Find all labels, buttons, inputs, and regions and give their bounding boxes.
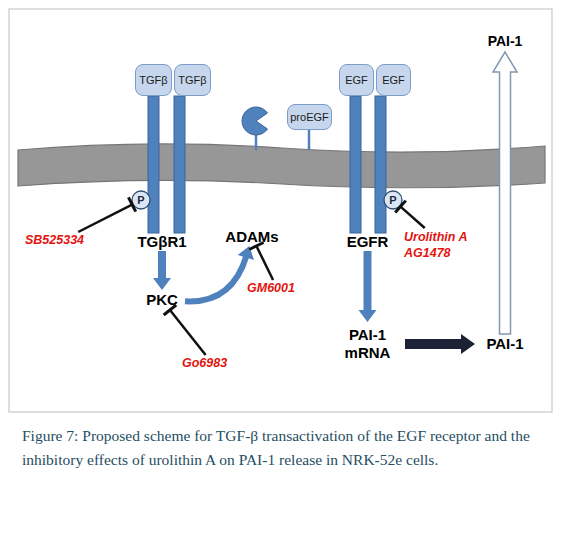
inhibitor-label: Go6983 xyxy=(182,355,242,371)
activation-arrow xyxy=(185,246,254,301)
node-text: ADAMs xyxy=(225,228,278,246)
cell-membrane xyxy=(18,144,545,188)
enzyme-label: ADAMs xyxy=(222,228,282,246)
ligand-box: EGF xyxy=(339,64,374,96)
ligand-box: EGF xyxy=(376,64,411,96)
node-text: P xyxy=(137,194,144,206)
node-text: EGF xyxy=(382,74,405,86)
inhibitor-label: Urolithin AAG1478 xyxy=(404,228,484,262)
activation-arrow xyxy=(405,334,475,354)
activation-arrow xyxy=(153,251,171,290)
ligand-box: TGFβ xyxy=(135,64,172,96)
node-text: proEGF xyxy=(290,111,329,123)
inhibition-line xyxy=(256,246,273,280)
node-text: EGF xyxy=(345,74,368,86)
receptor-chain xyxy=(375,96,386,233)
activation-arrow xyxy=(493,52,517,334)
node-text: TGFβ xyxy=(178,74,206,86)
node-text: GM6001 xyxy=(247,280,295,296)
protein-label: PAI-1 xyxy=(475,334,535,354)
arrow-head xyxy=(238,246,254,260)
inhibitor-label: SB525334 xyxy=(25,232,100,248)
transcript-label: PAI-1 mRNA xyxy=(330,322,405,366)
activation-arrow xyxy=(359,251,377,322)
node-text: TGβR1 xyxy=(137,233,186,251)
circle-shape xyxy=(384,191,402,209)
adam-stalk xyxy=(255,134,258,150)
node-text: PAI-1 xyxy=(486,335,523,353)
protein-label: PAI-1 xyxy=(478,30,532,52)
circle-shape xyxy=(132,191,150,209)
black-arrow-shape xyxy=(405,334,475,354)
receptor-label: EGFR xyxy=(340,233,395,251)
node-text: EGFR xyxy=(347,233,389,251)
node-text: PAI-1 xyxy=(488,33,523,49)
inhibition-line xyxy=(78,205,132,232)
proegf-stalk xyxy=(308,130,311,150)
node-text: PKC xyxy=(146,291,178,309)
block-arrow-shape xyxy=(153,251,171,290)
node-text: AG1478 xyxy=(404,245,451,261)
ligand-box: TGFβ xyxy=(174,64,211,96)
kinase-label: PKC xyxy=(139,290,185,310)
inhibition-connector xyxy=(78,197,136,232)
node-text: Go6983 xyxy=(182,355,227,371)
figure-frame xyxy=(9,9,552,412)
inhibition-connector xyxy=(164,305,206,355)
receptor-chain xyxy=(350,96,361,233)
inhibition-line xyxy=(400,207,424,228)
phospho-circle: P xyxy=(131,190,151,210)
node-text: PAI-1 mRNA xyxy=(330,326,405,362)
hollow-arrow-shape xyxy=(493,52,517,334)
precursor-box: proEGF xyxy=(287,104,332,130)
phospho-circle: P xyxy=(383,190,403,210)
inhibition-line xyxy=(170,310,206,355)
inhibition-connector xyxy=(249,242,273,280)
adam-protease-symbol xyxy=(242,107,267,135)
figure-caption: Figure 7: Proposed scheme for TGF-β tran… xyxy=(22,424,544,472)
receptor-chain xyxy=(148,96,159,233)
node-text: Urolithin A xyxy=(404,229,467,245)
node-text: TGFβ xyxy=(139,74,167,86)
node-text: SB525334 xyxy=(25,232,84,248)
curved-arrow-shaft xyxy=(185,256,247,302)
receptor-chain xyxy=(174,96,185,233)
node-text: P xyxy=(389,194,396,206)
block-arrow-shape xyxy=(359,251,377,322)
inhibitor-label: GM6001 xyxy=(247,280,307,296)
receptor-label: TGβR1 xyxy=(127,233,197,251)
